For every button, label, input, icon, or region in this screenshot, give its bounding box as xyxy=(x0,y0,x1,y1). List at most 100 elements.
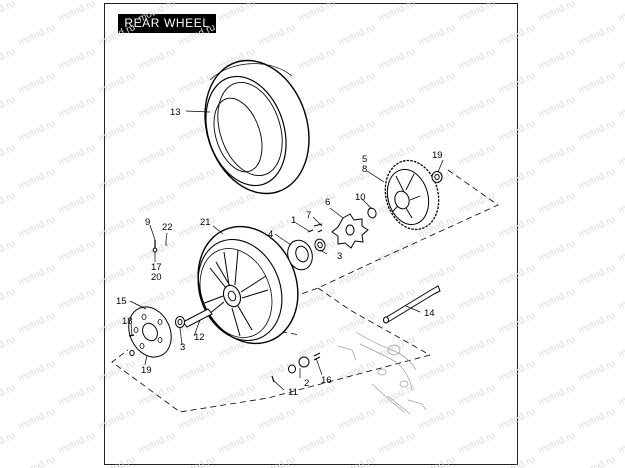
watermark-text: motod.ru xyxy=(417,310,457,337)
callout-6: 6 xyxy=(325,197,330,208)
watermark-text: motod.ru xyxy=(97,358,137,385)
watermark-text: motod.ru xyxy=(417,406,457,433)
watermark-text: motod.ru xyxy=(457,238,497,265)
watermark-text: motod.ru xyxy=(497,22,537,49)
callout-16: 16 xyxy=(321,375,332,386)
watermark-text: motod.ru xyxy=(497,214,537,241)
callout-22: 22 xyxy=(162,222,173,233)
callout-4: 4 xyxy=(268,229,273,240)
watermark-text: motod.ru xyxy=(0,190,17,217)
hub-spacers xyxy=(287,171,443,271)
watermark-text: motod.ru xyxy=(497,406,537,433)
watermark-text: motod.ru xyxy=(577,358,617,385)
watermark-text: motod.ru xyxy=(297,286,337,313)
watermark-text: motod.ru xyxy=(297,0,337,25)
watermark-text: motod.ru xyxy=(497,118,537,145)
watermark-text: motod.ru xyxy=(577,70,617,97)
watermark-text: motod.ru xyxy=(337,358,377,385)
watermark-text: motod.ru xyxy=(257,454,297,468)
watermark-text: motod.ru xyxy=(577,454,617,468)
watermark-text: motod.ru xyxy=(617,142,625,169)
callout-1: 1 xyxy=(291,215,296,226)
watermark-text: motod.ru xyxy=(497,454,537,468)
watermark-text: motod.ru xyxy=(337,70,377,97)
watermark-text: motod.ru xyxy=(297,382,337,409)
watermark-text: motod.ru xyxy=(457,0,497,25)
watermark-text: motod.ru xyxy=(337,262,377,289)
callout-12: 12 xyxy=(194,332,205,343)
watermark-text: motod.ru xyxy=(457,142,497,169)
callout-3-lower: 3 xyxy=(180,342,185,353)
watermark-text: motod.ru xyxy=(537,190,577,217)
watermark-text: motod.ru xyxy=(457,94,497,121)
watermark-text: motod.ru xyxy=(537,430,577,457)
watermark-text: motod.ru xyxy=(57,286,97,313)
watermark-text: motod.ru xyxy=(0,238,17,265)
wheel-rim xyxy=(197,225,299,345)
watermark-text: motod.ru xyxy=(0,430,17,457)
watermark-text: motod.ru xyxy=(577,406,617,433)
watermark-text: motod.ru xyxy=(417,22,457,49)
watermark-text: motod.ru xyxy=(57,382,97,409)
callout-3-upper: 3 xyxy=(337,251,342,262)
callout-2: 2 xyxy=(304,378,309,389)
watermark-text: motod.ru xyxy=(297,46,337,73)
watermark-text: motod.ru xyxy=(97,406,137,433)
watermark-text: motod.ru xyxy=(97,22,137,49)
callout-19-bottom: 19 xyxy=(141,365,152,376)
watermark-text: motod.ru xyxy=(97,70,137,97)
watermark-text: motod.ru xyxy=(417,70,457,97)
watermark-text: motod.ru xyxy=(17,406,57,433)
watermark-text: motod.ru xyxy=(0,94,17,121)
watermark-text: motod.ru xyxy=(617,382,625,409)
watermark-text: motod.ru xyxy=(177,406,217,433)
watermark-text: motod.ru xyxy=(17,214,57,241)
watermark-text: motod.ru xyxy=(177,214,217,241)
callout-18: 18 xyxy=(122,316,133,327)
watermark-text: motod.ru xyxy=(577,310,617,337)
watermark-text: motod.ru xyxy=(217,0,257,25)
callout-5: 5 xyxy=(362,154,367,165)
watermark-text: motod.ru xyxy=(377,46,417,73)
watermark-text: motod.ru xyxy=(137,0,177,25)
diagram-title: REAR WHEEL xyxy=(118,14,216,33)
watermark-text: motod.ru xyxy=(177,22,217,49)
watermark-text: motod.ru xyxy=(497,262,537,289)
watermark-text: motod.ru xyxy=(617,286,625,313)
watermark-text: motod.ru xyxy=(457,46,497,73)
drive-sprocket xyxy=(384,159,440,231)
watermark-text: motod.ru xyxy=(537,382,577,409)
watermark-text: motod.ru xyxy=(137,190,177,217)
watermark-text: motod.ru xyxy=(417,358,457,385)
watermark-text: motod.ru xyxy=(17,310,57,337)
watermark-text: motod.ru xyxy=(577,118,617,145)
watermark-text: motod.ru xyxy=(537,334,577,361)
callout-labels: 13 5 8 19 10 6 7 1 4 3 21 9 22 17 20 14 … xyxy=(116,107,443,398)
watermark-text: motod.ru xyxy=(17,454,57,468)
watermark-text: motod.ru xyxy=(417,454,457,468)
swingarm-outline xyxy=(337,331,427,415)
watermark-text: motod.ru xyxy=(137,430,177,457)
watermark-text: motod.ru xyxy=(297,190,337,217)
watermark-text: motod.ru xyxy=(457,190,497,217)
watermark-text: motod.ru xyxy=(0,382,17,409)
watermark-text: motod.ru xyxy=(337,454,377,468)
watermark-text: motod.ru xyxy=(497,310,537,337)
diagram-frame xyxy=(104,3,518,465)
watermark-text: motod.ru xyxy=(617,238,625,265)
watermark-text: motod.ru xyxy=(457,430,497,457)
watermark-text: motod.ru xyxy=(577,214,617,241)
watermark-text: motod.ru xyxy=(217,382,257,409)
callout-8: 8 xyxy=(362,164,367,175)
watermark-text: motod.ru xyxy=(377,430,417,457)
watermark-text: motod.ru xyxy=(97,166,137,193)
watermark-text: motod.ru xyxy=(0,142,17,169)
callout-9: 9 xyxy=(145,217,150,228)
watermark-text: motod.ru xyxy=(57,190,97,217)
watermark-text: motod.ru xyxy=(497,70,537,97)
watermark-text: motod.ru xyxy=(617,190,625,217)
brake-disc-and-hardware xyxy=(128,240,321,383)
watermark-text: motod.ru xyxy=(17,70,57,97)
watermark-text: motod.ru xyxy=(337,166,377,193)
watermark-text: motod.ru xyxy=(457,382,497,409)
